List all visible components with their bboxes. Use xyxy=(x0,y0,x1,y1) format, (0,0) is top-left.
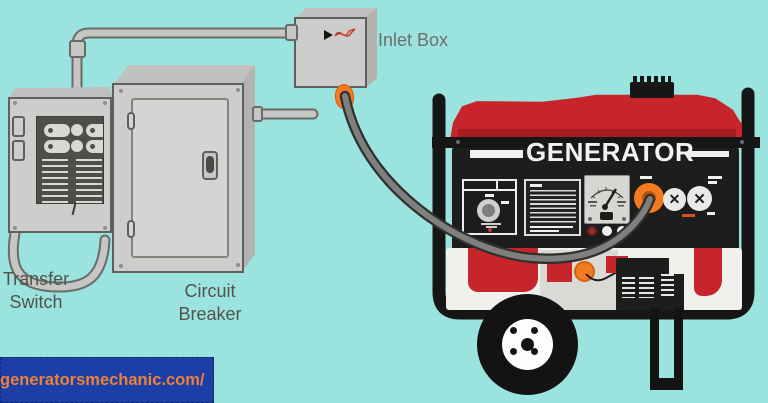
transfer-switch-breaker-panel xyxy=(36,116,104,204)
outlet-marking xyxy=(640,176,652,179)
conduit-coupling xyxy=(285,24,298,41)
generator-title: GENERATOR xyxy=(526,137,695,167)
nameplate-bar xyxy=(687,151,729,157)
conduit-coupling xyxy=(69,40,86,58)
indicator-dot xyxy=(488,228,492,232)
spec-label xyxy=(524,179,581,236)
tank-shadow xyxy=(458,129,736,138)
wheel-bolt xyxy=(531,348,538,355)
wheel-bolt xyxy=(510,348,517,355)
frame-top-bar xyxy=(432,137,760,148)
door-hinge xyxy=(127,112,135,130)
circuit-breaker-door[interactable] xyxy=(131,98,229,258)
transfer-switch-top xyxy=(8,87,114,99)
gas-cap[interactable] xyxy=(630,82,674,98)
wheel-bolt xyxy=(531,327,538,334)
voltmeter-gauge-icon xyxy=(588,187,626,221)
ignition-dial[interactable] xyxy=(477,199,500,222)
breaker-row-slots xyxy=(42,159,68,204)
screw-icon xyxy=(13,101,17,105)
breaker-toggle[interactable] xyxy=(44,124,70,137)
screw-icon xyxy=(103,226,107,230)
website-url[interactable]: generatorsmechanic.com/ xyxy=(0,370,205,389)
circuit-breaker-top xyxy=(113,65,255,85)
wheel-bolt xyxy=(510,327,517,334)
conduit-coupling xyxy=(252,106,263,122)
inlet-box-top xyxy=(295,8,377,19)
transfer-switch-knockout xyxy=(12,140,25,161)
reset-button[interactable] xyxy=(587,226,597,236)
breaker-knob[interactable] xyxy=(71,140,83,152)
screw-icon xyxy=(456,140,460,144)
breaker-row-slots xyxy=(76,159,102,204)
inlet-box xyxy=(294,17,367,88)
body-red-panel xyxy=(694,248,722,296)
conduit-under xyxy=(7,222,111,293)
screw-icon xyxy=(13,226,17,230)
inlet-box-side xyxy=(365,8,377,88)
screw-icon xyxy=(740,140,744,144)
transfer-switch-knockout xyxy=(12,116,25,137)
breaker-toggle[interactable] xyxy=(86,124,103,137)
wheel-axle xyxy=(521,338,534,351)
panel-button[interactable] xyxy=(602,226,612,236)
breaker-toggle[interactable] xyxy=(44,140,70,153)
nameplate-bar xyxy=(470,150,523,158)
breaker-knob[interactable] xyxy=(71,124,83,136)
outlet-marking xyxy=(708,181,717,184)
twist-lock-outlet[interactable]: ✕ xyxy=(687,186,712,211)
inlet-logo-icon xyxy=(324,28,356,40)
support-leg xyxy=(650,308,683,390)
body-white-block xyxy=(669,250,691,274)
door-hinge xyxy=(127,220,135,238)
ignition-switch-box xyxy=(462,179,517,235)
outlet-marking xyxy=(682,214,695,217)
circuit-breaker-label: Circuit Breaker xyxy=(178,281,242,324)
screw-icon xyxy=(103,101,107,105)
voltmeter xyxy=(584,175,630,224)
breaker-toggle[interactable] xyxy=(86,140,103,153)
screw-icon xyxy=(119,264,123,268)
website-banner: generatorsmechanic.com/ xyxy=(0,357,214,403)
outlet-marking xyxy=(707,212,715,215)
screw-icon xyxy=(119,89,123,93)
screw-icon xyxy=(236,88,240,92)
outlet-marking xyxy=(708,176,722,179)
door-latch[interactable] xyxy=(202,151,218,180)
generator-frame xyxy=(432,87,755,320)
transfer-switch-label: Transfer Switch xyxy=(2,269,70,312)
twist-lock-outlet[interactable]: ✕ xyxy=(663,188,686,211)
circuit-breaker-side xyxy=(241,65,255,273)
screw-icon xyxy=(236,263,240,267)
inlet-box-label: Inlet Box xyxy=(378,30,449,50)
gas-cap-icon[interactable] xyxy=(633,76,671,84)
